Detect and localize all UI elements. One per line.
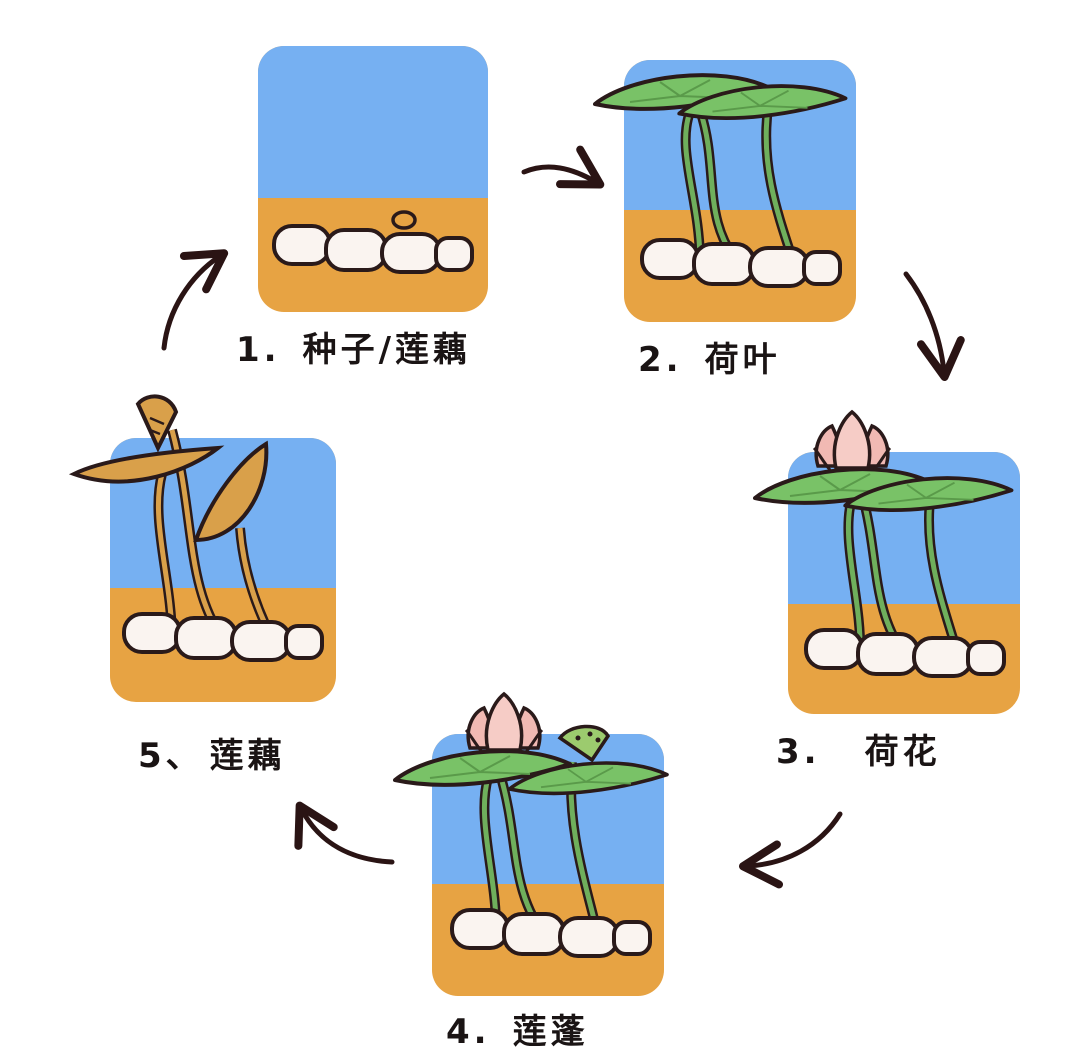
stage-1-label: 1. 种子/莲藕 [236, 322, 471, 371]
stage-1-name: 种子/莲藕 [302, 330, 471, 370]
arrow-1-to-2 [521, 145, 605, 189]
stage-5-name: 莲藕 [209, 736, 286, 776]
stage-1-number: 1. [236, 330, 281, 370]
stage-5-panel [68, 394, 336, 702]
stage-5-label: 5、莲藕 [138, 728, 286, 777]
stage-4-number: 4. [446, 1012, 491, 1052]
seed-icon [391, 210, 417, 230]
stage-3-panel [753, 410, 1020, 714]
stage-5-number: 5、 [138, 736, 204, 776]
arrow-5-to-1 [161, 249, 229, 351]
arrow-3-to-4 [739, 811, 843, 889]
seedpod-icon [557, 724, 611, 763]
lotus-flower-icon [812, 410, 892, 472]
arrow-2-to-3 [903, 271, 965, 381]
stage-2-label: 2. 荷叶 [638, 332, 781, 381]
withered-leaf-icon [68, 394, 269, 543]
stage-4-label: 4. 莲蓬 [446, 1004, 589, 1053]
stage-4-panel [393, 692, 669, 996]
cycle-arrows [161, 145, 965, 889]
stage-1-panel [258, 46, 488, 312]
stage-2-number: 2. [638, 340, 683, 380]
stage-3-number: 3. [776, 732, 821, 772]
stage-2-panel [593, 60, 856, 322]
stage-3-label: 3. 荷花 [776, 724, 941, 773]
lotus-flower-icon [464, 692, 544, 754]
arrow-4-to-5 [294, 801, 395, 865]
stage-4-name: 莲蓬 [512, 1012, 589, 1052]
stage-3-name: 荷花 [864, 732, 941, 772]
stage-2-name: 荷叶 [704, 340, 781, 380]
